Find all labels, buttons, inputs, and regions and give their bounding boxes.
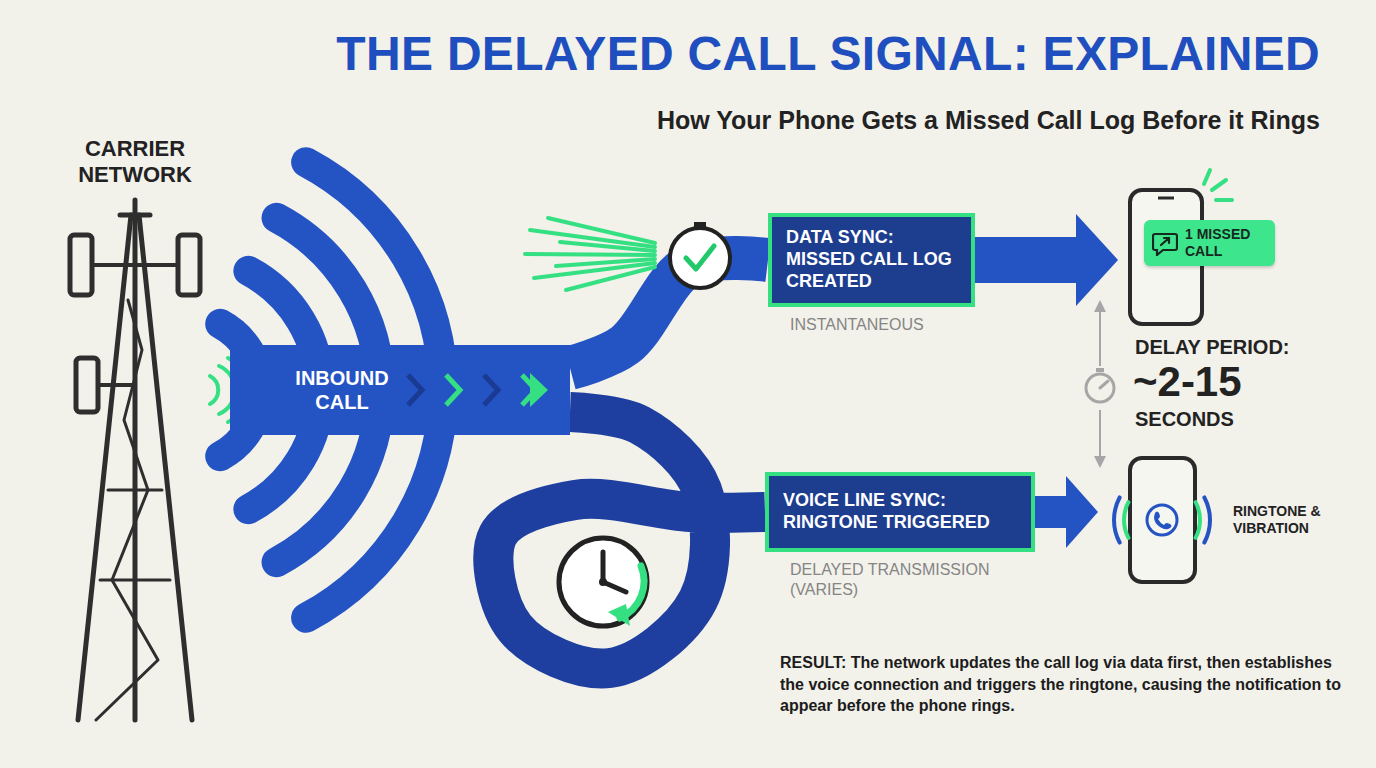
node-text: DATA SYNC: MISSED CALL LOG CREATED [786,227,957,293]
node-outline [408,375,422,405]
delay-clock-icon [599,578,607,586]
node-outline [1098,455,1348,585]
title: THE DELAYED CALL SIGNAL: EXPLAINED [336,26,1320,81]
timing-note: INSTANTANEOUS [790,315,924,335]
delay-indicator [1099,410,1101,462]
delay-indicator [1096,368,1104,372]
cell-tower [178,235,200,295]
inbound-band: INBOUND CALL [230,345,570,435]
node-outline [446,375,460,405]
node-outline [1216,198,1232,202]
cell-tower [120,213,150,218]
speed-lines [566,267,655,290]
phone-notification: 1 MISSED CALL [1118,168,1293,328]
subtitle: How Your Phone Gets a Missed Call Log Be… [657,106,1320,135]
delay-label: DELAY PERIOD: [1135,336,1289,359]
node-text: VOICE LINE SYNC: RINGTONE TRIGGERED [783,490,1017,534]
flow-connector [493,412,765,668]
node-text: RINGTONE & VIBRATION [1233,503,1345,538]
cell-tower [76,358,98,412]
caption: RESULT: The network updates the call log… [780,652,1346,717]
node-outline [1130,458,1195,582]
delay-clock-icon [608,604,630,626]
phone-ringing: RINGTONE & VIBRATION [1098,455,1348,585]
delay-clock-icon [601,552,606,582]
connector-path [975,237,1078,283]
arrowhead [1066,476,1098,548]
node-outline [1124,502,1128,538]
missed-call-badge: 1 MISSED CALL [1144,220,1275,266]
text-holder: INBOUND CALL [282,345,402,435]
missed-call-icon [1161,238,1169,245]
node-outline [1158,197,1174,200]
connector-path [1035,496,1068,528]
cell-tower [92,263,178,267]
cell-tower [96,300,158,720]
speed-lines [525,218,655,290]
node-outline [1204,170,1210,184]
delay-clock-icon [559,538,647,626]
node-outline [484,375,498,405]
missed-call-icon [1152,230,1178,256]
delay-unit: SECONDS [1135,408,1234,431]
node-outline [1154,512,1172,530]
instant-clock-icon [670,222,730,288]
cell-tower [100,579,170,582]
speed-lines [560,242,655,251]
node-outline [1114,497,1120,542]
node-outline [1147,505,1177,535]
node-text: 1 MISSED CALL [1185,226,1265,260]
delay-indicator [1086,374,1114,402]
node-text: INBOUND CALL [282,366,402,414]
instant-clock-icon [686,246,714,269]
cell-tower [108,489,162,492]
delay-indicator [1099,306,1101,366]
cell-tower [70,235,92,295]
delay-indicator [1100,381,1108,388]
speed-lines [525,254,655,255]
node-outline [230,345,570,435]
connector-path [570,258,768,368]
flow-connector [975,214,1118,306]
tower-label: CARRIER NETWORK [60,136,210,189]
text-holder: RINGTONE & VIBRATION [1233,455,1345,585]
process-box: DATA SYNC: MISSED CALL LOG CREATED [768,213,975,307]
missed-call-icon [1153,234,1177,255]
node-outline [1212,180,1226,190]
node-outline [1196,502,1200,538]
node-outline [530,373,548,407]
delay-indicator [1086,306,1114,462]
cell-tower [70,200,200,720]
arrowhead [1076,214,1118,306]
delay-clock-icon [559,538,647,626]
connector-path [493,412,765,668]
flow-connector [1035,476,1098,548]
node-outline [230,345,570,435]
node-outline [1204,497,1210,542]
flow-connector [570,258,768,368]
delay-value: ~2-15 [1133,358,1242,406]
timing-note: DELAYED TRANSMISSION (VARIES) [790,560,1010,600]
instant-clock-icon [670,228,730,288]
process-box: VOICE LINE SYNC: RINGTONE TRIGGERED [765,472,1035,552]
cell-tower [98,383,135,387]
tower-emission [210,376,218,404]
